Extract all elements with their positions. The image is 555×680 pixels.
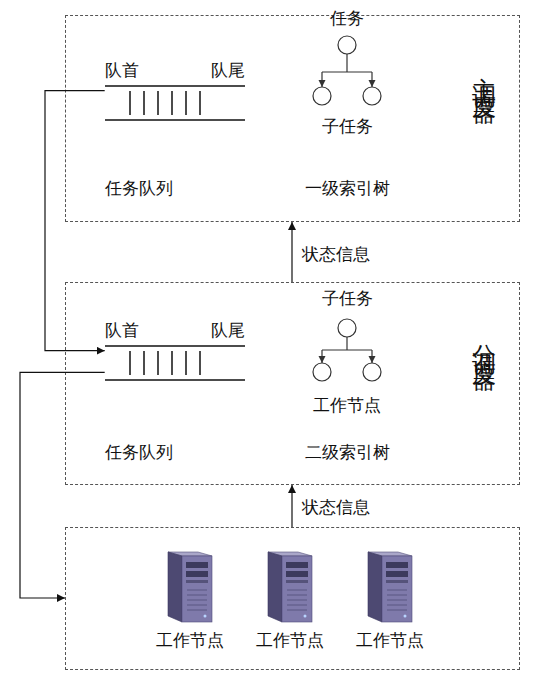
tree-circle	[363, 363, 381, 381]
queue-tail-label: 队尾	[211, 60, 245, 80]
index-tree	[313, 319, 381, 381]
queue-tail-label: 队尾	[211, 320, 245, 340]
task-queue-bars	[105, 86, 245, 120]
server-icon	[168, 552, 212, 622]
queue-bar	[157, 351, 159, 375]
edge-label: 状态信息	[302, 244, 370, 264]
queue-bar	[157, 91, 159, 115]
server-icon	[368, 552, 412, 622]
queue-head-label: 队首	[105, 60, 139, 80]
queue-bar	[171, 91, 173, 115]
queue-line	[105, 379, 245, 381]
tree-arrow	[371, 72, 372, 87]
tree-line	[322, 71, 372, 72]
queue-head-label: 队首	[105, 320, 139, 340]
flow-arrow	[291, 222, 292, 282]
worker-box: 工作节点 工作节点 工作节点	[65, 527, 520, 670]
text-label: 任务	[330, 8, 364, 28]
worker-node: 工作节点	[140, 540, 240, 650]
text-label: 一级索引树	[305, 178, 390, 198]
queue-bar	[129, 91, 131, 115]
task-queue: 队首 队尾	[105, 320, 245, 382]
queue-bar	[129, 351, 131, 375]
text-label: 子任务	[322, 116, 373, 136]
node-caption: 工作节点	[256, 630, 324, 650]
queue-line	[105, 119, 245, 121]
queue-bar	[143, 351, 145, 375]
queue-bar	[185, 351, 187, 375]
tree-circle	[363, 87, 381, 105]
index-tree	[313, 36, 381, 105]
node-caption: 工作节点	[356, 630, 424, 650]
tree-line	[346, 54, 347, 72]
worker-node: 工作节点	[340, 540, 440, 650]
tree-arrow	[371, 350, 372, 363]
worker-node: 工作节点	[240, 540, 340, 650]
scheduler-title: 分调度器	[471, 325, 497, 357]
tree-circle	[338, 319, 356, 337]
node-caption: 工作节点	[156, 630, 224, 650]
queue-line	[105, 345, 245, 347]
text-label: 任务队列	[105, 178, 173, 198]
task-queue: 队首 队尾	[105, 60, 245, 122]
tree-circle	[338, 36, 356, 54]
edge-label: 状态信息	[302, 497, 370, 517]
queue-bar	[143, 91, 145, 115]
text-label: 工作节点	[313, 395, 381, 415]
flow-arrow	[291, 485, 292, 527]
queue-bar	[185, 91, 187, 115]
queue-line	[105, 85, 245, 87]
tree-line	[322, 349, 372, 350]
tree-arrow	[321, 72, 322, 87]
task-queue-bars	[105, 346, 245, 380]
tree-arrow	[321, 350, 322, 363]
tree-circle	[313, 87, 331, 105]
tree-circle	[313, 363, 331, 381]
text-label: 二级索引树	[305, 442, 390, 462]
queue-bar	[199, 351, 201, 375]
text-label: 任务队列	[105, 442, 173, 462]
tree-line	[346, 337, 347, 350]
flow-arrow	[45, 91, 105, 351]
server-icon	[268, 552, 312, 622]
queue-bar	[171, 351, 173, 375]
flow-arrow	[20, 372, 105, 598]
queue-bar	[199, 91, 201, 115]
scheduler-title: 主调度器	[471, 58, 497, 90]
text-label: 子任务	[322, 288, 373, 308]
